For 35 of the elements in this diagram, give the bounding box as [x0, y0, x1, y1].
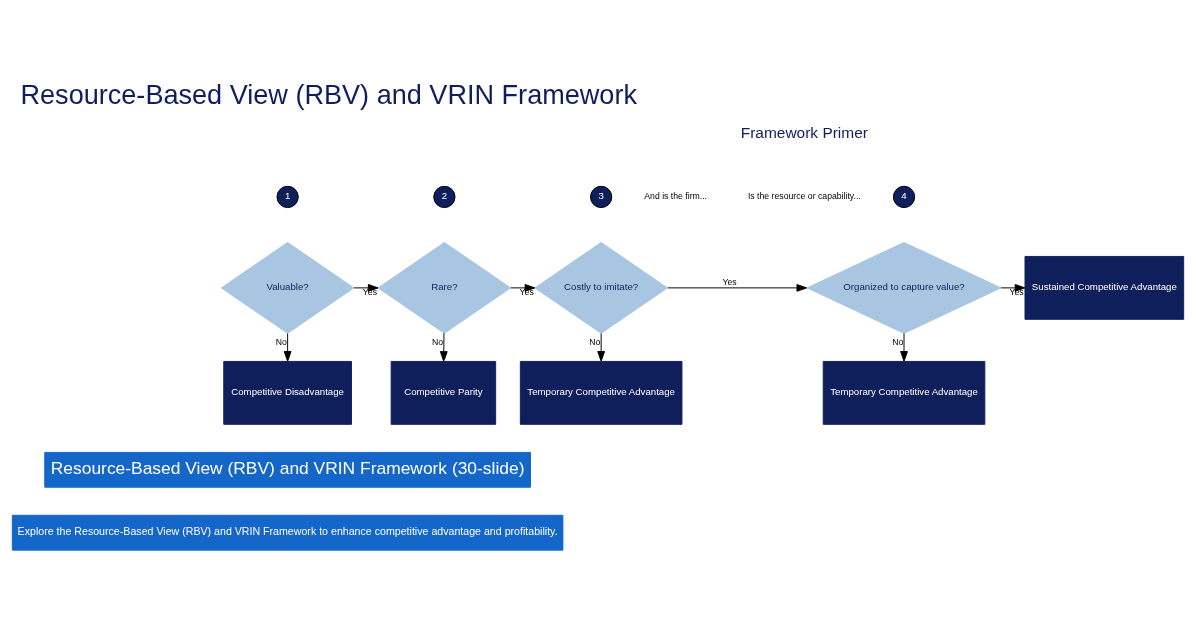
node-circle: 4 [892, 185, 916, 208]
edge-label: No [275, 336, 287, 347]
node-circle: 1 [276, 185, 299, 208]
node-box: Temporary Competitive Advantage [519, 360, 683, 425]
node-diamond: Rare? [377, 241, 512, 334]
arrow [510, 283, 536, 292]
arrow [667, 283, 808, 292]
node-box: Competitive Disadvantage [223, 360, 352, 425]
edge-label: No [892, 336, 904, 347]
edge-label: No [589, 336, 601, 347]
edge-label: Yes [722, 276, 737, 287]
arrow [1000, 283, 1026, 292]
edge-label: Yes [1009, 286, 1024, 297]
node-box: Sustained Competitive Advantage [1024, 255, 1185, 320]
node-box: Competitive Parity [390, 360, 497, 425]
label: Resource-Based View (RBV) and VRIN Framework (30-slide) [50, 457, 525, 478]
arrow [597, 332, 605, 362]
edge-label: Yes [519, 286, 534, 297]
diagram-title: Resource-Based View (RBV) and VRIN Framework [20, 78, 637, 110]
edge-label: No [431, 336, 444, 347]
label: Is the resource or capability... [747, 190, 861, 201]
node-box: Temporary Competitive Advantage [822, 360, 986, 425]
node-circle: 3 [590, 185, 613, 208]
node-diamond: Costly to imitate? [534, 241, 668, 334]
arrow [439, 332, 448, 362]
node-circle: 2 [433, 185, 456, 208]
label: Framework Primer [740, 123, 868, 141]
label: Explore the Resource-Based View (RBV) and VRIN Framework to enhance competitive advantage and profitability. [17, 524, 558, 537]
arrow [283, 332, 292, 362]
arrow [900, 332, 908, 362]
edge-label: Yes [362, 286, 378, 297]
node-diamond: Organized to capture value? [806, 241, 1002, 334]
arrow [353, 283, 379, 292]
label: And is the firm... [644, 190, 708, 201]
node-diamond: Valuable? [220, 241, 355, 334]
